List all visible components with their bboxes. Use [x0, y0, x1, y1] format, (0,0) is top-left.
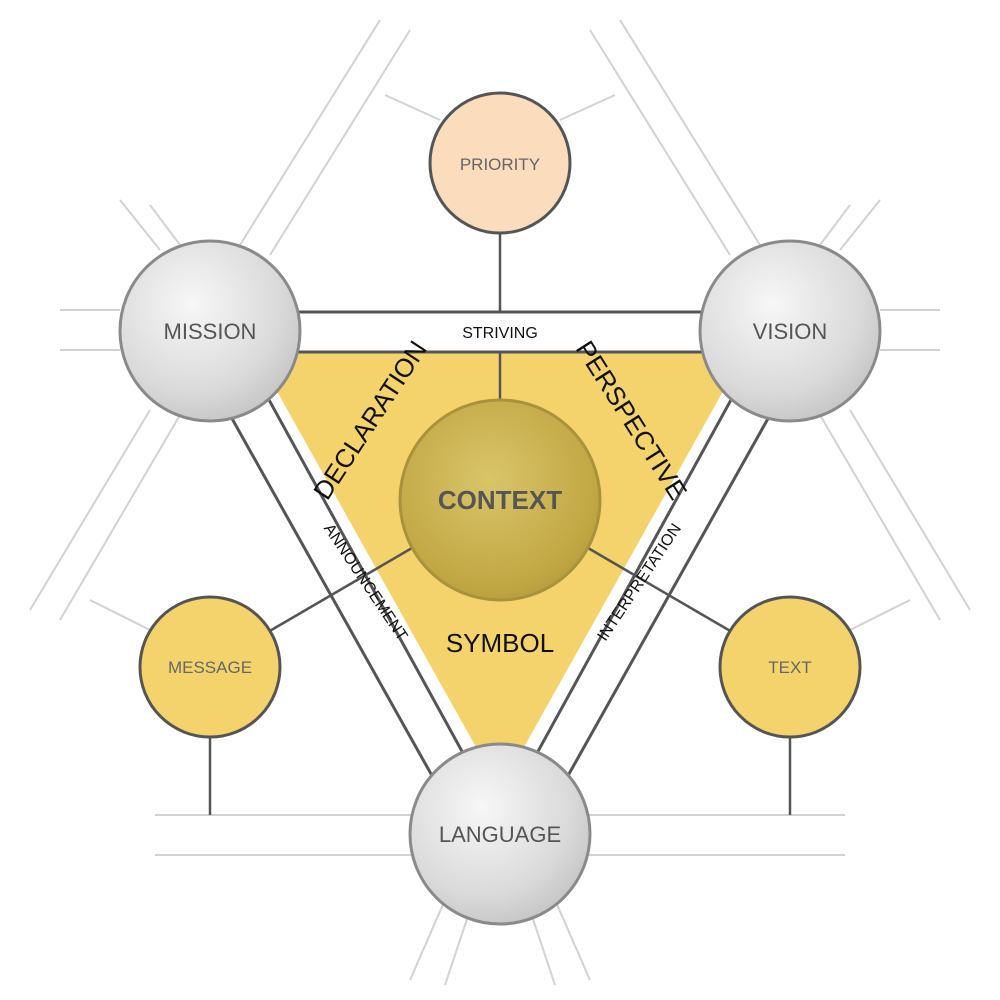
priority-node: [428, 91, 572, 235]
text-label: TEXT: [768, 658, 811, 677]
background-lines: [29, 19, 971, 986]
language-label: LANGUAGE: [439, 822, 561, 847]
vision-node: [698, 239, 882, 423]
vision-label: VISION: [753, 319, 828, 344]
mission-label: MISSION: [164, 319, 257, 344]
language-node: [408, 742, 592, 926]
connector-lines: [208, 232, 792, 815]
edge-bands: [227, 310, 773, 792]
context-node: [398, 398, 602, 602]
mission-node: [118, 239, 302, 423]
striving-label: STRIVING: [462, 325, 538, 342]
message-label: MESSAGE: [168, 658, 252, 677]
symbol-label: SYMBOL: [446, 628, 554, 658]
context-label: CONTEXT: [438, 485, 562, 515]
priority-label: PRIORITY: [460, 155, 540, 174]
message-node: [138, 595, 282, 739]
text-node: [718, 595, 862, 739]
